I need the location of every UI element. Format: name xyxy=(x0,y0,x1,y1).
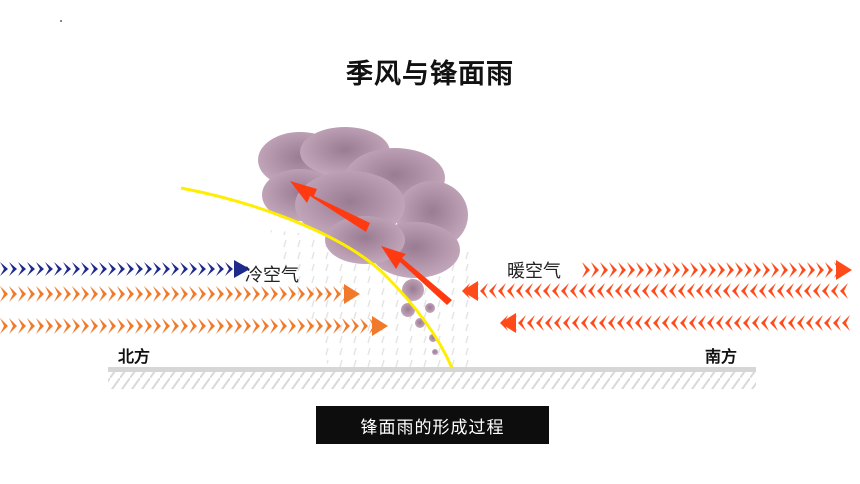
cold-band-head xyxy=(234,260,250,278)
rain-cloud xyxy=(258,127,468,355)
warm-band-low-head xyxy=(500,313,516,333)
cold-air-arrows xyxy=(0,260,388,336)
orange-band-top-head xyxy=(344,284,360,304)
north-label: 北方 xyxy=(118,347,151,366)
warm-band-mid-head xyxy=(462,281,478,301)
caption-box: 锋面雨的形成过程 xyxy=(316,406,549,444)
front-line xyxy=(180,186,454,369)
south-label: 南方 xyxy=(705,347,738,366)
orange-band-bottom-head xyxy=(372,316,388,336)
decorative-dot xyxy=(60,20,62,22)
warm-air-arrows xyxy=(462,260,852,333)
rising-air-arrows xyxy=(290,181,452,305)
warm-band-upper-head xyxy=(836,260,852,280)
slide-title: 季风与锋面雨 xyxy=(346,59,514,90)
cold-air-label: 冷空气 xyxy=(245,265,299,286)
warm-air-label: 暖空气 xyxy=(507,261,561,282)
ground xyxy=(108,367,756,389)
